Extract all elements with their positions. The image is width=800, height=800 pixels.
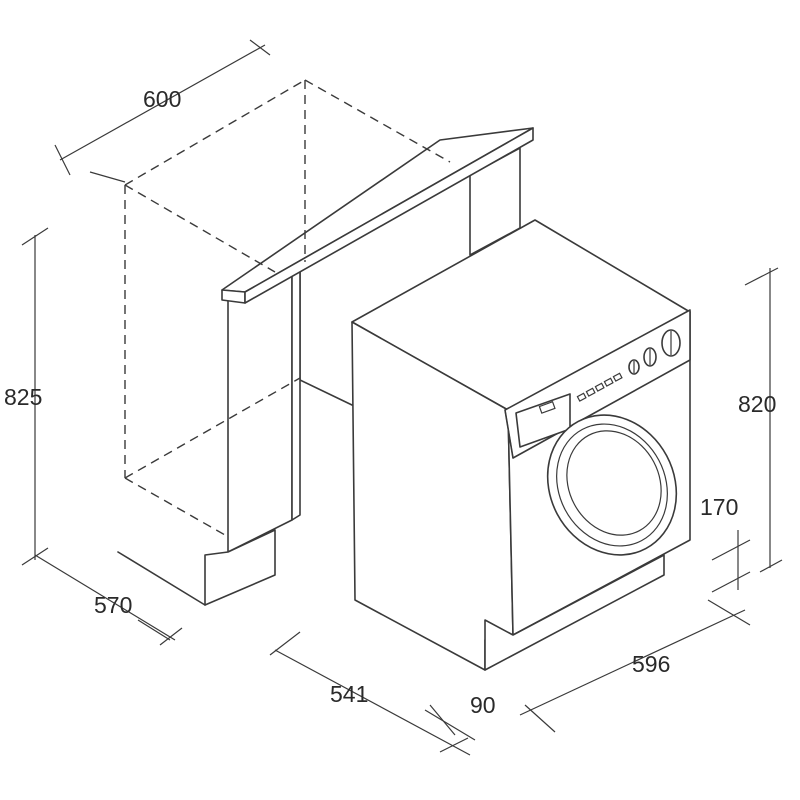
label-plinth-height: 170 [700,494,738,520]
control-knobs [628,329,681,375]
label-recess-depth: 90 [470,692,496,718]
dimension-labels: 600 825 570 820 170 541 90 596 [4,86,776,718]
label-machine-depth: 541 [330,681,368,707]
label-machine-width: 596 [632,651,670,677]
label-cabinet-depth: 570 [94,592,132,618]
countertop-front-edge [221,289,246,304]
program-buttons [576,372,623,402]
dimension-lines [21,39,783,756]
machine-plinth [484,554,665,671]
cabinet-side-panel-edge [291,262,301,521]
cabinet-side-panel [227,267,293,553]
cabinet-dashed-outline [124,79,451,536]
machine-door [546,414,678,556]
label-cabinet-width: 600 [143,86,181,112]
washing-machine [351,219,691,671]
kitchen-cabinet [117,79,534,606]
cabinet-plinth [204,529,276,606]
label-machine-height: 820 [738,391,776,417]
label-cabinet-height: 825 [4,384,42,410]
countertop-side-edge [244,127,534,304]
